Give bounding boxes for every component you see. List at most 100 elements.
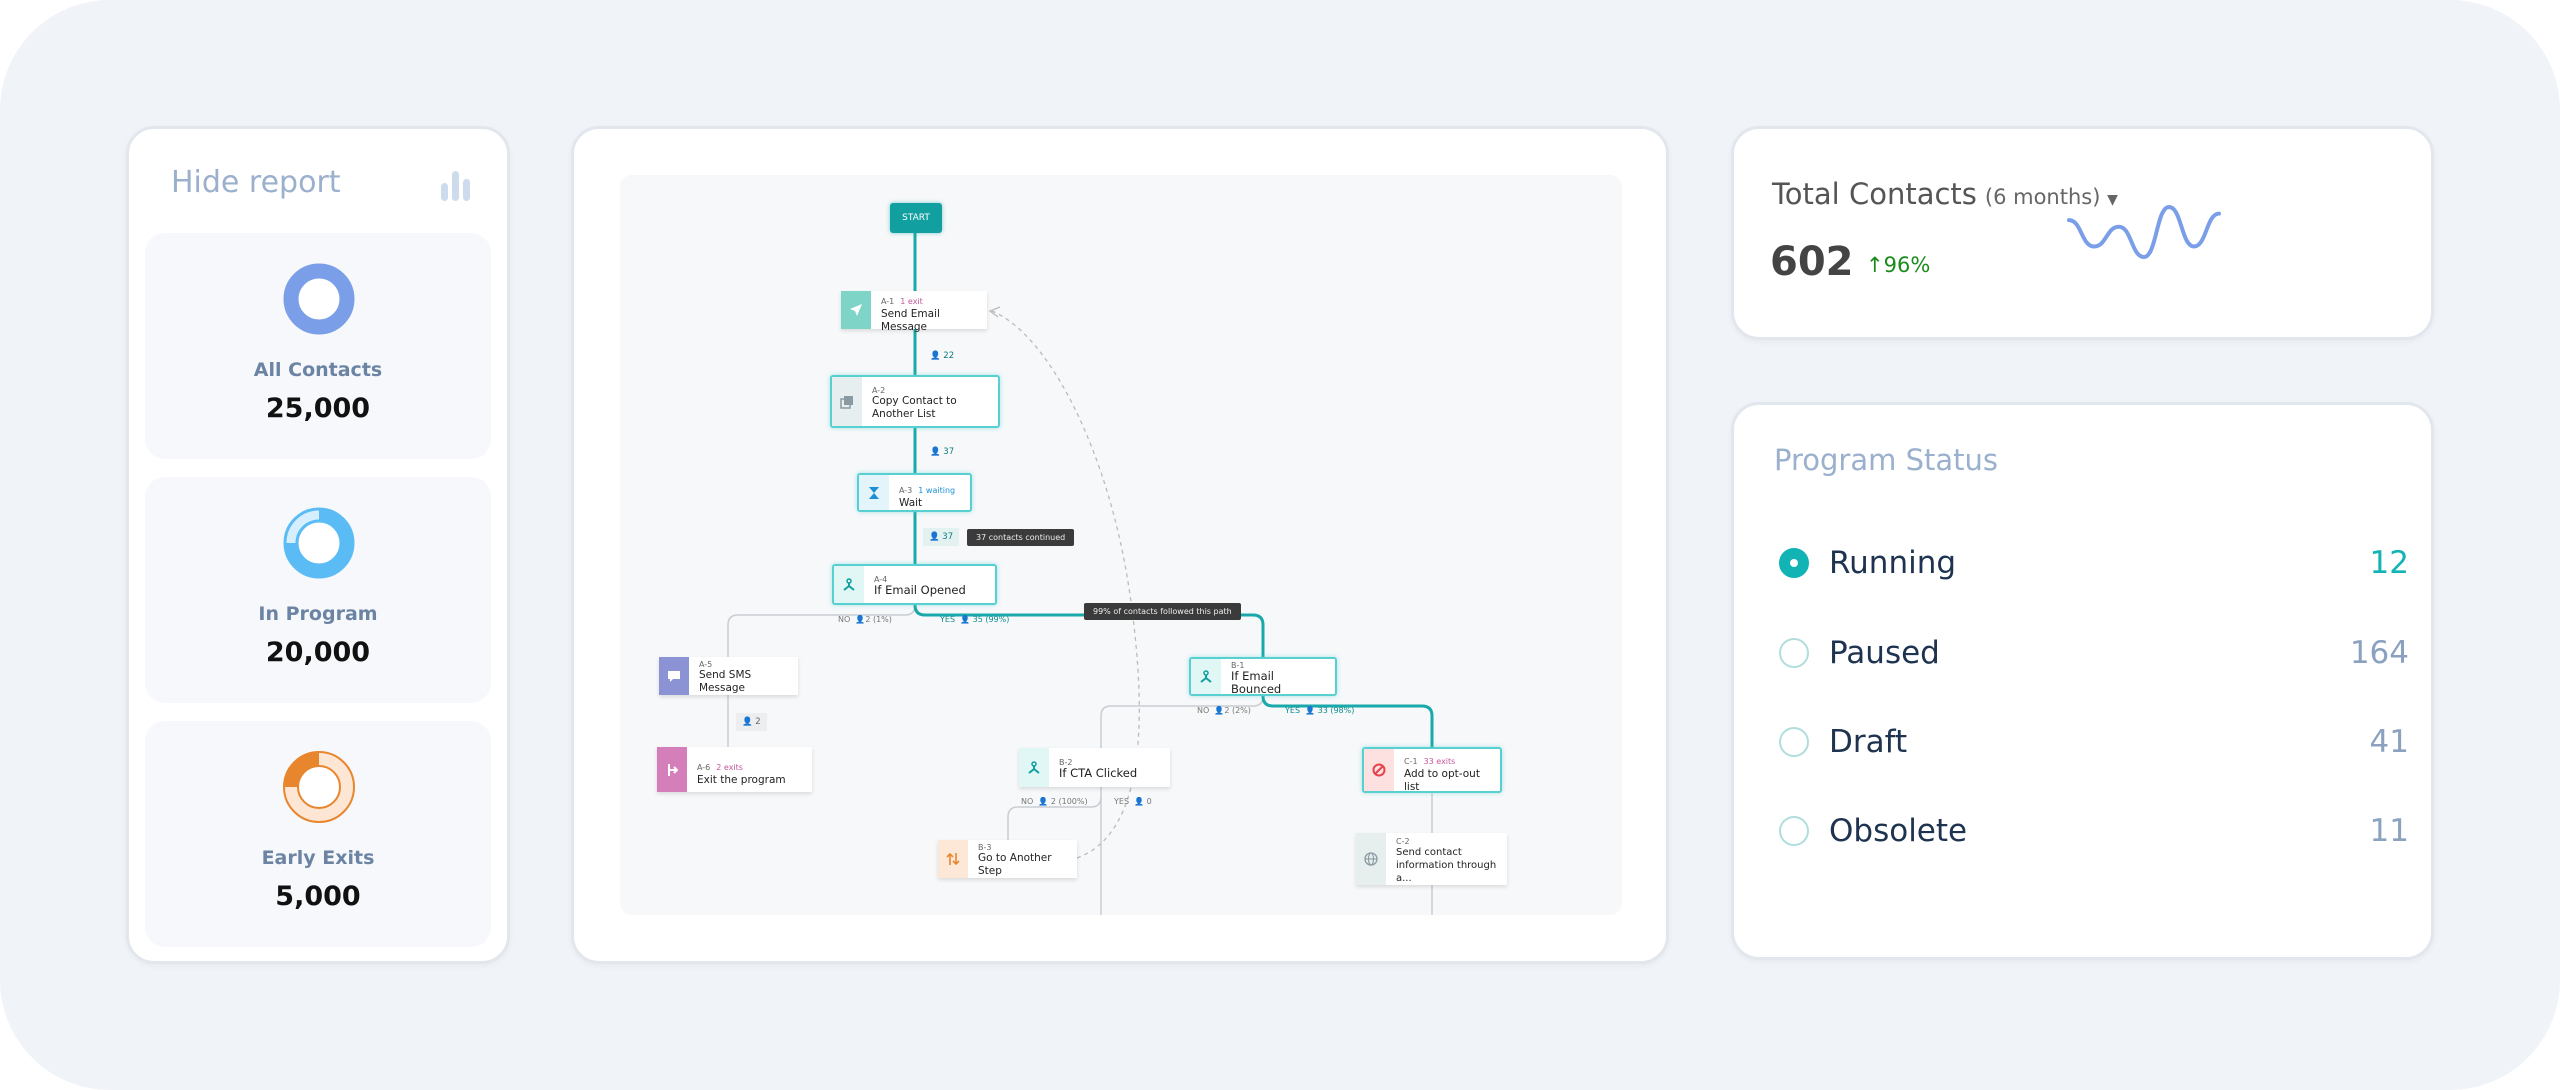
status-count: 164 [2349,635,2409,671]
exit-icon [657,747,687,792]
branch-icon [1019,748,1049,787]
stat-value: 20,000 [265,637,371,668]
status-count: 41 [2369,724,2409,760]
stat-value: 5,000 [275,881,361,912]
status-label: Running [1829,545,1957,581]
bar-chart-icon[interactable] [439,169,473,201]
stat-card-in-program[interactable]: In Program 20,000 [145,477,491,703]
edge-a4-no [727,604,916,657]
stat-label: All Contacts [253,359,383,381]
status-label: Paused [1829,635,1940,671]
goto-icon [938,840,968,878]
node-title: Go to Another Step [978,852,1052,877]
sparkline-chart [2067,204,2221,260]
node-id: A-4 [874,575,888,584]
edge-a4-yes [913,604,1265,657]
branch-label-a4-no: NO 👤2 (1%) [838,615,892,624]
branch-icon [1191,659,1221,694]
exit-badge: 2 exits [716,763,743,772]
ban-icon [1364,749,1394,791]
status-option-paused[interactable]: Paused 164 [1779,633,2409,673]
count-a3-a4[interactable]: 👤 37 [923,528,960,546]
node-id: C-1 [1404,757,1418,766]
node-title: If Email Bounced [1231,668,1282,696]
tooltip-contacts-continued: 37 contacts continued [967,529,1075,546]
period-dropdown[interactable]: (6 months) ▼ [1985,185,2118,209]
status-label: Draft [1829,724,1908,760]
program-status-title: Program Status [1774,443,1998,477]
branch-label-b2-yes: YES 👤 0 [1114,797,1152,806]
caret-down-icon: ▼ [2107,192,2118,208]
stat-label: In Program [258,603,378,625]
arrow-head-icon [988,306,1001,318]
hide-report-link[interactable]: Hide report [171,165,341,200]
count-value: 37 [942,532,954,542]
node-id: B-3 [978,843,992,852]
exit-badge: 33 exits [1423,757,1456,766]
node-id: B-1 [1231,660,1245,670]
stat-card-all-contacts[interactable]: All Contacts 25,000 [145,233,491,459]
node-title: Send SMS Message [699,669,752,694]
count-a2-a3: 👤 37 [930,447,955,457]
paper-plane-icon [841,291,871,329]
status-count: 11 [2369,813,2409,849]
node-title: If CTA Clicked [1059,766,1138,780]
tooltip-path: 99% of contacts followed this path [1084,603,1241,620]
donut-early-exits [283,751,355,823]
donut-all-contacts [283,263,355,335]
edge-goto-dashed [991,310,1140,859]
node-title: Wait [899,497,923,509]
growth-indicator: ↑96% [1866,253,1930,277]
node-id: A-2 [872,385,886,395]
node-title: Send contact information through a... [1396,846,1497,884]
count-value: 2 [755,717,761,727]
node-id: A-5 [699,660,713,669]
radio-selected[interactable] [1779,548,1809,578]
donut-in-program [283,507,355,579]
stat-card-early-exits[interactable]: Early Exits 5,000 [145,721,491,947]
status-label: Obsolete [1829,813,1968,849]
sparkline-series [2067,204,2221,260]
arrow-up-icon: ↑ [1866,253,1884,277]
status-option-obsolete[interactable]: Obsolete 11 [1779,811,2409,851]
edge-b1-yes [1261,695,1434,747]
globe-icon [1356,833,1386,885]
node-title: Exit the program [697,774,786,786]
total-contacts-value: 602 [1770,239,1854,285]
total-contacts-card: Total Contacts (6 months) ▼ 602 ↑96% [1731,126,2434,340]
report-panel: Hide report All Contacts 25,000 In Progr… [126,126,510,964]
growth-value: 96% [1883,253,1931,277]
node-id: A-1 [881,297,895,306]
radio[interactable] [1779,727,1809,757]
copy-icon [832,377,862,426]
node-id: B-2 [1059,758,1073,767]
status-option-draft[interactable]: Draft 41 [1779,722,2409,762]
edge-b1-no [1100,695,1264,915]
node-title: Add to opt-out list [1404,768,1480,793]
hourglass-icon [859,475,889,510]
waiting-badge: 1 waiting [918,486,956,495]
exit-badge: 1 exit [900,297,923,306]
radio[interactable] [1779,816,1809,846]
count-value: 37 [943,447,955,457]
node-title: Copy Contact to Another List [872,394,957,420]
title-text: Total Contacts [1772,177,1977,211]
radio[interactable] [1779,638,1809,668]
node-id: A-3 [899,486,913,495]
start-node[interactable]: START [890,203,942,233]
